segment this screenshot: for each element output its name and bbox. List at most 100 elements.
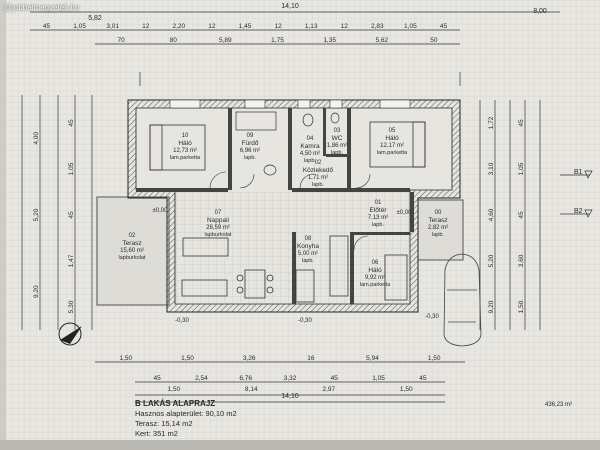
- right-dims-a: 1,723,104,605,209,20: [488, 116, 495, 313]
- dimension-label: 1,50: [167, 386, 180, 393]
- room-area: 5,00 m²: [298, 251, 318, 257]
- dimension-label: 5,20: [33, 208, 40, 221]
- dimension-label: 1,72: [488, 116, 495, 129]
- info-terrace: Terasz: 15,14 m2: [135, 419, 193, 428]
- dimension-label: 5,62: [375, 37, 388, 44]
- plan-title: B LAKÁS ALAPRAJZ: [135, 399, 215, 408]
- dimension-label: 4,60: [488, 208, 495, 221]
- dimension-label: 80: [170, 37, 178, 44]
- bathroom-fixtures: [235, 111, 340, 176]
- level-mark: -0,30: [175, 318, 189, 324]
- dimension-label: 1,13: [305, 23, 318, 30]
- room-name: Fürdő: [242, 140, 259, 147]
- dimension-label: 5,94: [366, 355, 379, 362]
- dimension-label: 1,75: [271, 37, 284, 44]
- dim-bottom-total: 14,10: [281, 393, 299, 400]
- dimension-label: 45: [154, 375, 162, 382]
- dimension-label: 3,01: [106, 23, 119, 30]
- room-name: Háló: [178, 140, 192, 147]
- dimension-label: 1,05: [518, 162, 525, 175]
- dimension-label: 1,50: [428, 355, 441, 362]
- dimension-label: 1,50: [518, 300, 525, 313]
- room-number: 04: [307, 136, 314, 142]
- room-name: Nappali: [207, 217, 229, 224]
- room-floor: lam.parketta: [170, 155, 201, 161]
- room-area: 15,60 m²: [120, 248, 144, 254]
- table-edge: [0, 440, 600, 450]
- dimension-label: 45: [518, 119, 525, 127]
- room-number: 01: [375, 200, 382, 206]
- room-floor: lapburkolat: [205, 232, 232, 238]
- small-terrace-area: [417, 199, 464, 261]
- room-number: 06: [372, 260, 379, 266]
- interior-walls: [136, 108, 414, 304]
- level-marks: ±0,00 ±0,00 -0,30 -0,30 -0,30: [153, 208, 440, 324]
- room-number: 02: [315, 160, 322, 166]
- dim-top-total: 14,10: [281, 3, 299, 10]
- dimension-label: 4,00: [33, 132, 40, 145]
- room-area: 4,50 m²: [300, 151, 320, 157]
- dimension-label: 1,05: [404, 23, 417, 30]
- dimension-label: 12: [142, 23, 150, 30]
- room-number: 09: [247, 133, 254, 139]
- room-number: 00: [435, 210, 442, 216]
- room-area: 7,13 m²: [368, 215, 388, 221]
- bed-room-10: [149, 124, 206, 171]
- dimension-label: 12: [341, 23, 349, 30]
- room-area: 1,86 m²: [327, 143, 347, 149]
- dimension-label: 2,20: [173, 23, 186, 30]
- dimension-label: 5,89: [219, 37, 232, 44]
- dimension-label: 1,47: [68, 254, 75, 267]
- dimension-label: 70: [117, 37, 125, 44]
- dimension-label: 45: [518, 211, 525, 219]
- info-usable-area: Hasznos alapterület: 90,10 m2: [135, 409, 237, 418]
- room-floor: lapb.: [244, 155, 256, 161]
- room-floor: lapb.: [302, 258, 314, 264]
- room-name: Előtér: [370, 207, 388, 214]
- watermark: @jobbalmegyetek.hu: [4, 3, 80, 12]
- left-dims-a: 4,005,209,20: [33, 132, 40, 298]
- room-floor: lapb.: [372, 222, 384, 228]
- level-mark: -0,30: [425, 314, 439, 320]
- section-mark-b2: B2: [574, 208, 583, 215]
- dimension-label: 6,76: [239, 375, 252, 382]
- room-name: Konyha: [297, 243, 319, 250]
- dimension-label: 12: [208, 23, 216, 30]
- dimension-label: 5,20: [488, 254, 495, 267]
- room-number: 07: [215, 210, 222, 216]
- level-mark: ±0,00: [153, 208, 169, 214]
- bed-room-06: [384, 254, 408, 301]
- dimension-label: 45: [68, 119, 75, 127]
- dimension-label: 1,05: [73, 23, 86, 30]
- dimension-label: 1,50: [400, 386, 413, 393]
- level-mark: -0,30: [298, 318, 312, 324]
- top-windows: [169, 99, 411, 109]
- room-name: Háló: [385, 135, 399, 142]
- dimension-label: 2,97: [322, 386, 335, 393]
- room-number: 02: [129, 233, 136, 239]
- dimension-label: 5,30: [68, 300, 75, 313]
- dimension-label: 3,60: [518, 254, 525, 267]
- dim-top-right: 8,00: [533, 8, 547, 15]
- car-outline: [443, 253, 482, 347]
- room-floor: lapb.: [304, 158, 316, 164]
- room-area: 2,82 m²: [428, 225, 448, 231]
- room-floor: lam.parketta: [360, 282, 391, 288]
- room-name: Közlekedő: [303, 167, 334, 174]
- dimension-label: 16: [307, 355, 315, 362]
- dimension-label: 45: [440, 23, 448, 30]
- corner-area: 436,23 m²: [545, 402, 572, 408]
- dimension-label: 1,05: [68, 162, 75, 175]
- room-number: 03: [334, 128, 341, 134]
- room-floor: lapb.: [312, 182, 324, 188]
- bed-room-05: [369, 121, 426, 168]
- level-mark: ±0,00: [397, 210, 413, 216]
- north-arrow: [58, 322, 82, 346]
